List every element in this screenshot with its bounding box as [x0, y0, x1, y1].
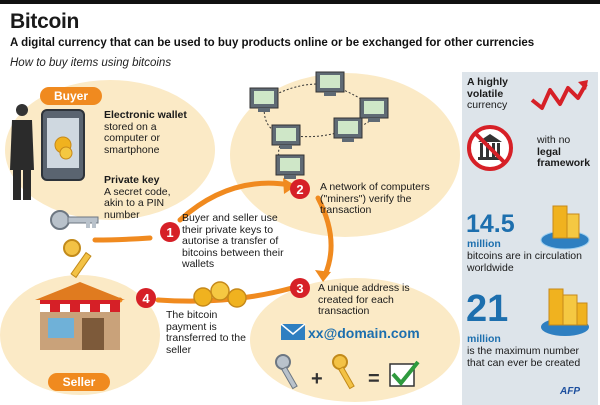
- step-1-marker: [160, 222, 180, 242]
- step-3-number: 3: [296, 281, 303, 296]
- gold-key-icon: [332, 354, 355, 390]
- buyer-label: Buyer: [54, 89, 88, 103]
- step-3-marker: [290, 278, 310, 298]
- grey-key-icon: [275, 354, 298, 390]
- wallet-text: Electronic wallet stored on a computer o…: [104, 109, 187, 156]
- buyer-key-icon: [50, 210, 99, 230]
- checkmark-icon: [389, 360, 420, 387]
- step-2-marker: [290, 179, 310, 199]
- equals-sign: =: [368, 368, 380, 390]
- legal-text: with no legal framework: [537, 134, 591, 169]
- seller-key-icon: [63, 239, 92, 279]
- plus-sign: +: [311, 368, 323, 390]
- envelope-icon: [280, 323, 306, 340]
- transaction-address: xx@domain.com: [308, 325, 420, 341]
- process-diagram: Buyer 1 2 3 4: [0, 71, 460, 402]
- seller-pill: [48, 373, 110, 391]
- maximum-unit: million: [467, 333, 501, 345]
- volatile-zigzag-icon: [530, 80, 588, 110]
- arrow-step2-to-step3: [315, 195, 334, 278]
- arrowhead-to-step3: [315, 270, 331, 282]
- page-subtitle: A digital currency that can be used to b…: [10, 37, 535, 49]
- circulation-text: bitcoins are in circulation worldwide: [467, 250, 582, 274]
- globe-coins-icon-1: [540, 205, 590, 250]
- shop-icon: [35, 282, 125, 350]
- maximum-number: 21: [466, 288, 509, 330]
- step-3-text: A unique address is created for each tra…: [318, 282, 410, 317]
- smartphone-wallet-icon: [41, 109, 85, 181]
- volatile-text: A highly volatile currency: [467, 76, 509, 111]
- circulation-number: 14.5: [466, 210, 515, 238]
- step-4-text: The bitcoin payment is transferred to th…: [166, 309, 246, 356]
- step-4-number: 4: [142, 291, 150, 306]
- arrow-key-to-step1: [92, 235, 153, 243]
- globe-coins-icon-2: [541, 288, 589, 336]
- miner-network-icon: [249, 71, 389, 179]
- no-bank-icon: [467, 125, 513, 171]
- buyer-person-icon: [10, 104, 34, 200]
- section-heading: How to buy items using bitcoins: [10, 57, 172, 69]
- seller-label: Seller: [63, 375, 96, 389]
- page-title: Bitcoin: [10, 10, 80, 33]
- buyer-pill: [40, 87, 102, 105]
- arrow-step1-to-step2: [177, 180, 293, 223]
- step-2-number: 2: [296, 182, 303, 197]
- arrowhead-to-step2: [283, 178, 296, 194]
- top-rule: [0, 0, 600, 4]
- maximum-text: is the maximum number that can ever be c…: [467, 345, 581, 369]
- network-blob: [230, 73, 460, 237]
- agency-credit: AFP: [560, 386, 580, 397]
- circulation-unit: million: [467, 238, 501, 250]
- step-1-text: Buyer and seller use their private keys …: [182, 212, 284, 270]
- step-4-marker: [136, 288, 156, 308]
- step-1-number: 1: [166, 225, 173, 240]
- step-2-text: A network of computers ("miners") verify…: [320, 181, 430, 216]
- bitcoin-coins-icon: [193, 281, 247, 308]
